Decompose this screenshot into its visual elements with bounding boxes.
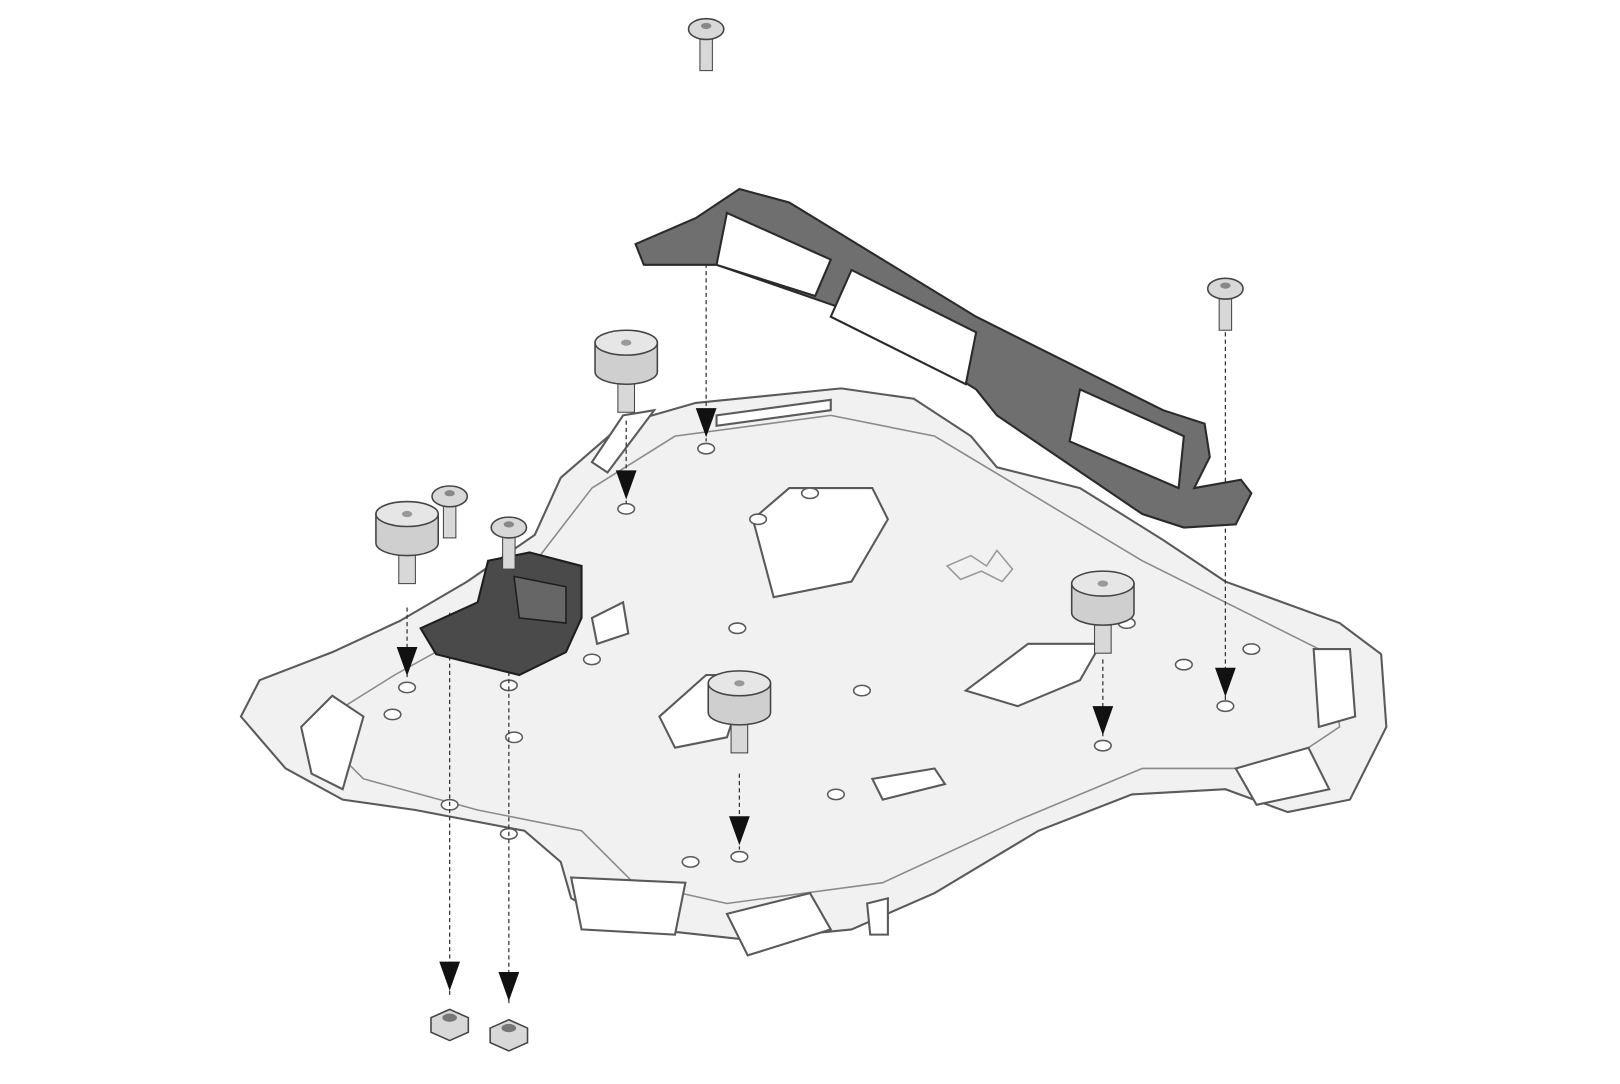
flange-nut <box>430 1008 470 1042</box>
mounting-hole <box>1093 739 1112 752</box>
arrow-down-icon <box>396 646 418 677</box>
plate-cutout <box>870 767 947 801</box>
plate-cutout <box>715 398 832 427</box>
mounting-hole <box>852 684 872 697</box>
spacer-hole <box>401 510 413 518</box>
arrow-down-icon <box>439 961 461 991</box>
mounting-hole <box>800 487 820 500</box>
plate-cutout <box>590 408 657 474</box>
mounting-hole <box>697 442 716 455</box>
mounting-hole <box>826 788 846 801</box>
spacer-hole <box>734 680 745 687</box>
arrow-down-icon <box>498 972 520 1002</box>
bolt-socket <box>1220 282 1231 289</box>
arrow-down-icon <box>1215 667 1236 697</box>
mounting-hole <box>1174 658 1193 671</box>
plate-outline <box>239 387 1388 941</box>
mounting-hole <box>383 708 402 721</box>
mounting-hole <box>1216 700 1235 713</box>
side-bracket <box>634 187 1253 529</box>
plate-cutout <box>1234 746 1331 806</box>
spacer-hole <box>621 339 632 346</box>
plate-cutout <box>300 694 365 791</box>
bolt-socket <box>444 490 455 497</box>
nut-hole <box>501 1023 517 1033</box>
plate-cutout <box>590 600 630 646</box>
nut-hole <box>442 1013 457 1022</box>
mounting-hole <box>617 502 636 515</box>
plate-cutout <box>751 487 890 599</box>
mounting-hole <box>748 513 768 526</box>
mount-block-slot <box>513 575 567 624</box>
mounting-hole <box>730 850 749 863</box>
arrow-down-icon <box>615 470 637 500</box>
arrow-down-icon <box>1092 706 1114 736</box>
plate-cutout <box>569 876 687 936</box>
mount-block <box>419 551 583 677</box>
arrow-down-icon <box>729 816 750 846</box>
plate-cutout <box>725 891 833 957</box>
mounting-hole <box>504 731 524 744</box>
mounting-hole <box>1242 643 1261 656</box>
arrow-down-icon <box>695 408 717 438</box>
rack-plate <box>239 387 1388 957</box>
mounting-hole <box>582 653 602 666</box>
bracket-window <box>715 211 833 298</box>
spacer-hole <box>1097 580 1109 587</box>
mounting-hole <box>681 855 700 868</box>
bolt-socket <box>700 22 712 30</box>
bracket-window <box>1068 387 1185 490</box>
bracket-window <box>829 268 978 386</box>
logo-mark <box>945 549 1014 583</box>
mounting-hole <box>397 681 417 694</box>
plate-cutout <box>963 642 1103 708</box>
plate-cutout <box>1312 648 1357 729</box>
mounting-hole <box>728 622 747 635</box>
flange-nut <box>489 1018 529 1052</box>
plate-cutout <box>865 896 889 936</box>
hardware <box>375 17 1244 1052</box>
guide-lines <box>396 249 1236 1006</box>
bolt-socket <box>503 521 515 528</box>
